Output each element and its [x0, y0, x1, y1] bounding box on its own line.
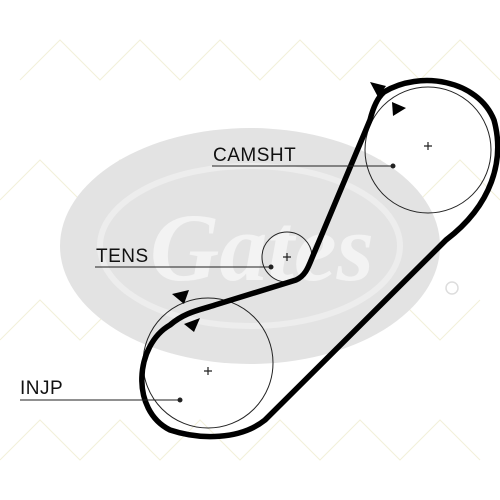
- camshaft-label: CAMSHT: [213, 145, 296, 166]
- gates-watermark-logo: Gates: [60, 128, 459, 364]
- camshaft-timing-mark: [370, 82, 406, 116]
- tensioner-center-mark: [283, 253, 291, 261]
- tensioner-label: TENS: [96, 246, 149, 267]
- injection-pump-center-mark: [204, 367, 212, 375]
- camshaft-center-mark: [424, 142, 432, 150]
- pump-timing-mark: [172, 290, 200, 332]
- injection-pump-label: INJP: [20, 378, 63, 399]
- watermark-text: Gates: [150, 194, 374, 301]
- leader-lines: [20, 163, 396, 403]
- timing-belt: [139, 77, 500, 440]
- camshaft-pulley: [364, 86, 492, 214]
